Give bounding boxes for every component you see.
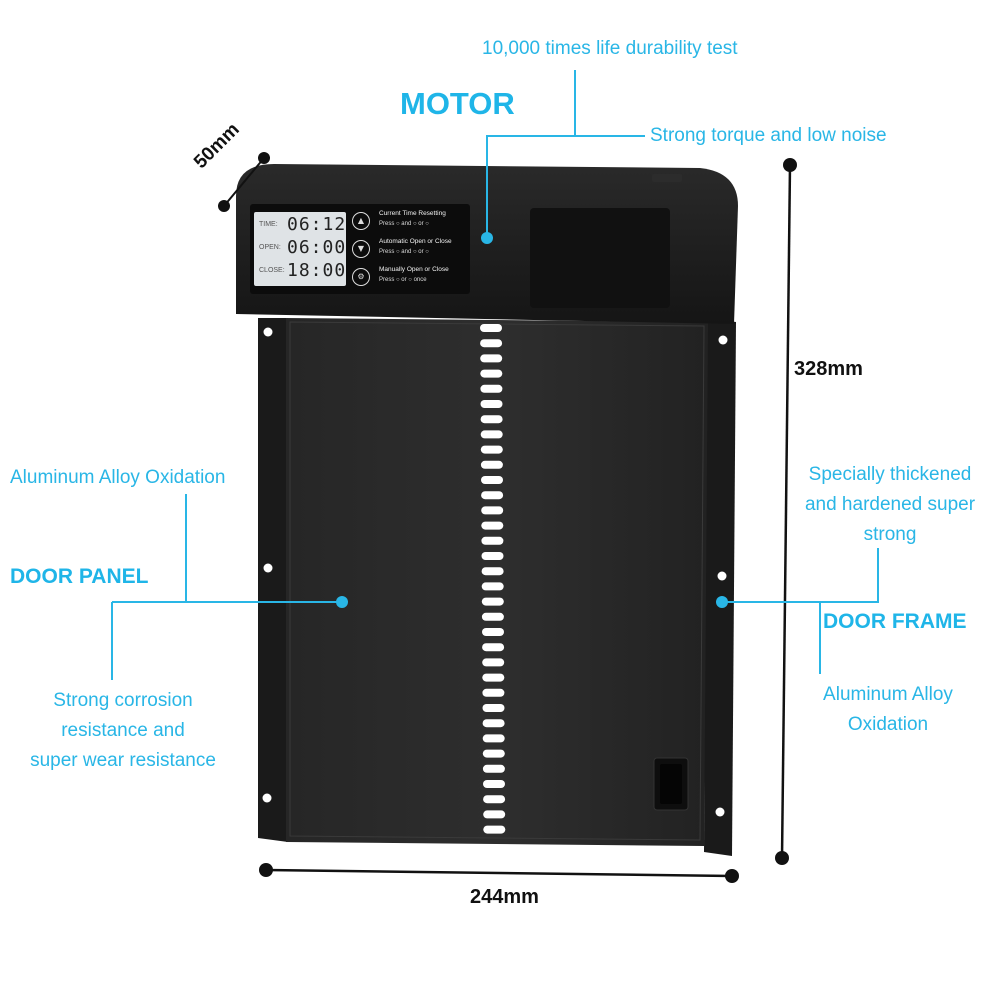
motor-cover — [530, 208, 670, 308]
door-slot — [480, 415, 503, 424]
motor-torque-text: Strong torque and low noise — [650, 125, 887, 146]
lcd-value: 18:00 — [287, 260, 347, 281]
lcd-screen — [254, 212, 346, 286]
door-panel-material: Aluminum Alloy Oxidation — [10, 467, 226, 489]
door-slot — [482, 643, 505, 652]
door-slot — [481, 521, 504, 530]
door-panel-features: Strong corrosion resistance and super we… — [10, 686, 236, 776]
callout-dots — [336, 232, 728, 608]
door-slot — [483, 810, 506, 819]
door-frame — [258, 318, 736, 856]
door-slot — [483, 795, 506, 804]
door-frame-feature-line: Specially thickened — [808, 464, 972, 485]
door-frame-feature-line: strong — [863, 524, 917, 545]
motor-durability-text: 10,000 times life durability test — [482, 38, 738, 59]
door-slot — [480, 430, 503, 439]
door-slot — [480, 400, 503, 408]
control-instruction: Press ○ or ○ once — [379, 277, 427, 283]
door-frame-title: DOOR FRAME — [823, 610, 967, 633]
door-slot — [481, 536, 504, 545]
lcd-label: TIME: — [259, 221, 278, 228]
door-slot — [481, 506, 504, 515]
door-frame-material: Aluminum Alloy Oxidation — [800, 680, 976, 740]
door-slot — [483, 825, 506, 834]
door-slot — [482, 673, 505, 682]
control-instruction: Press ○ and ○ or ○ — [379, 221, 429, 227]
down-arrow-icon[interactable]: ▼ — [352, 240, 370, 258]
door-slot — [481, 476, 503, 484]
control-title: Manually Open or Close — [379, 266, 449, 273]
door-slot — [482, 628, 504, 636]
door-slot — [482, 749, 505, 758]
door-panel-title: DOOR PANEL — [10, 565, 149, 588]
door-slot-strip — [480, 324, 506, 834]
control-instruction: Press ○ and ○ or ○ — [379, 249, 429, 255]
door-slot — [480, 324, 502, 332]
lcd-label: OPEN: — [259, 244, 281, 251]
door-slot — [481, 597, 504, 606]
height-label: 328mm — [794, 358, 863, 380]
door-slot — [480, 460, 503, 469]
door-slot — [481, 491, 504, 500]
dimension-lines — [218, 152, 797, 883]
door-panel-feature-line: Strong corrosion — [53, 690, 193, 711]
lcd-label: CLOSE: — [259, 267, 285, 274]
lcd-value: 06:12 — [287, 214, 347, 235]
control-title: Automatic Open or Close — [379, 238, 452, 245]
door-frame-feature-line: and hardened super — [804, 494, 976, 515]
door-frame-material-line: Oxidation — [847, 714, 929, 735]
control-title: Current Time Resetting — [379, 210, 446, 217]
door-frame-features: Specially thickened and hardened super s… — [786, 460, 994, 550]
door-panel — [286, 318, 708, 846]
door-slot — [482, 688, 505, 697]
width-label: 244mm — [470, 886, 539, 908]
door-slot — [482, 719, 505, 728]
door-slot — [482, 704, 505, 712]
door-frame-material-line: Aluminum Alloy — [823, 684, 953, 705]
door-slot — [481, 567, 504, 576]
up-arrow-icon[interactable]: ▲ — [352, 212, 370, 230]
callout-lines — [111, 70, 879, 680]
door-slot — [483, 780, 505, 788]
door-slot — [480, 369, 503, 378]
door-slot — [482, 764, 505, 773]
door-slot — [480, 339, 503, 348]
door-slot — [480, 384, 503, 393]
door-slot — [482, 658, 505, 667]
door-slot — [481, 582, 504, 591]
door-slot — [482, 734, 505, 743]
door-slot — [481, 612, 504, 621]
door-panel-feature-line: resistance and — [61, 720, 185, 741]
motor-title: MOTOR — [400, 86, 515, 121]
door-slot — [480, 445, 503, 454]
door-panel-feature-line: super wear resistance — [30, 750, 216, 771]
lcd-value: 06:00 — [287, 237, 347, 258]
door-slot — [481, 552, 504, 560]
gear-icon[interactable]: ⚙ — [352, 268, 370, 286]
door-slot — [480, 354, 503, 363]
